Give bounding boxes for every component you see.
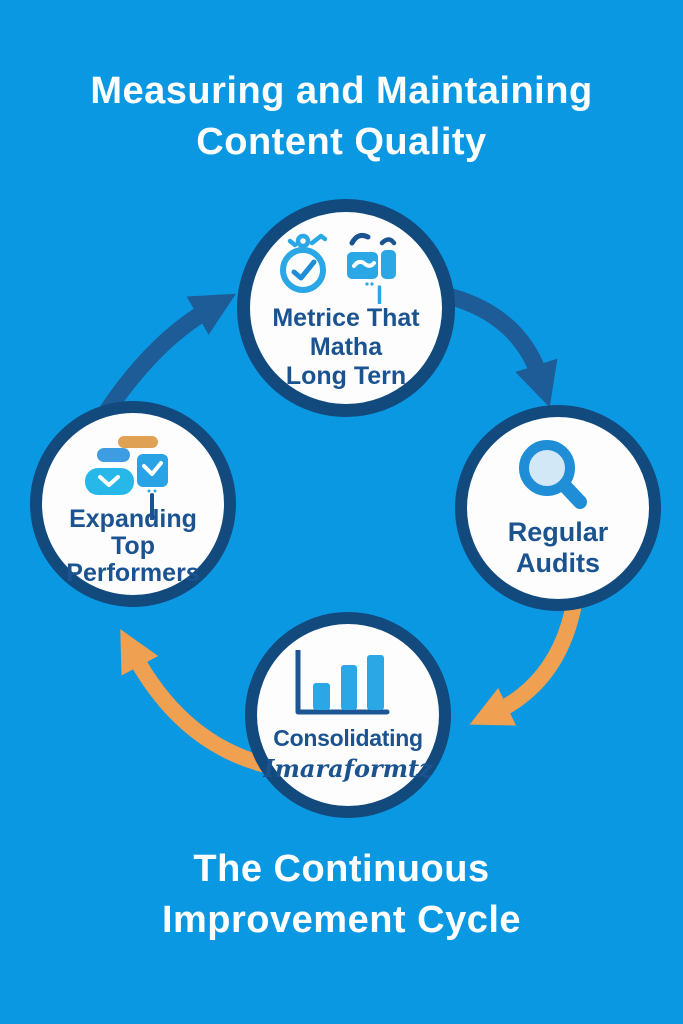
- node-consolidating: Consolidating Imaraformtz: [245, 612, 451, 818]
- footer-title: The Continuous Improvement Cycle: [0, 844, 683, 946]
- node-consolidating-icons: [295, 648, 390, 716]
- node-expanding-performers: Expanding Top Performers: [30, 401, 236, 607]
- node-metrics-line3: Long Tern: [285, 362, 407, 390]
- stopwatch-icon: [280, 233, 328, 293]
- footer-title-line2: Improvement Cycle: [161, 899, 522, 941]
- arrow-top-to-right: [443, 288, 558, 408]
- node-metrics-line2: Matha: [309, 333, 383, 361]
- node-expanding-line3: Performers: [66, 559, 200, 587]
- node-regular-audits-icons: [512, 436, 592, 514]
- node-metrics-label: Metrice That Matha Long Tern: [250, 304, 442, 391]
- node-expanding-line1: Expanding: [69, 505, 197, 533]
- node-regular-audits: Regular Audits: [455, 405, 661, 611]
- node-regular-audits-line1: Regular: [507, 517, 609, 547]
- bar-chart-icon: [295, 648, 390, 715]
- magnifier-icon: [519, 440, 587, 509]
- page-title-line1: Measuring and Maintaining: [90, 70, 593, 112]
- node-metrics-line1: Metrice That: [272, 304, 420, 332]
- node-expanding-performers-label: Expanding Top Performers: [42, 506, 224, 587]
- blocks-icon: [85, 436, 168, 521]
- footer-title-line1: The Continuous: [193, 848, 490, 890]
- node-metrics-icons: [278, 230, 400, 305]
- arrow-bottom-to-left: [120, 629, 270, 772]
- page-title: Measuring and Maintaining Content Qualit…: [0, 66, 683, 168]
- node-regular-audits-line2: Audits: [516, 548, 600, 578]
- node-consolidating-title: Consolidating: [273, 725, 423, 751]
- node-expanding-performers-icons: [85, 432, 170, 521]
- page-title-line2: Content Quality: [196, 121, 487, 163]
- node-regular-audits-label: Regular Audits: [467, 517, 649, 579]
- node-expanding-line2: Top: [111, 532, 155, 560]
- video-camera-icon: [347, 233, 397, 305]
- node-consolidating-subtitle: Imaraformtz: [263, 754, 433, 783]
- node-metrics: Metrice That Matha Long Tern: [237, 199, 455, 417]
- arrow-right-to-bottom: [469, 601, 581, 726]
